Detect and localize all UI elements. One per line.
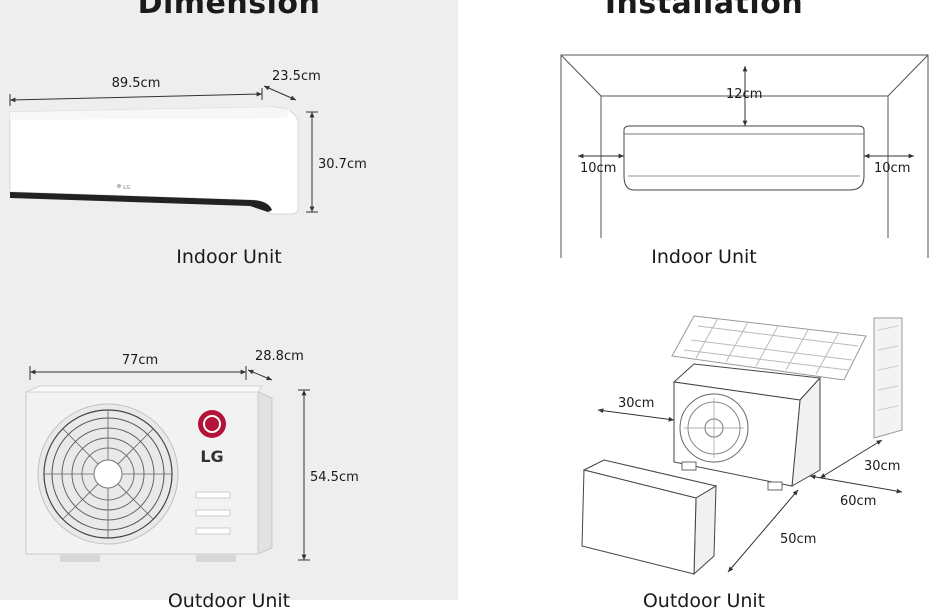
outdoor-side-clearance-label: 60cm [840, 494, 876, 509]
outdoor-depth-label: 28.8cm [255, 349, 304, 364]
indoor-unit-drawing: LG [9, 106, 299, 215]
installation-indoor-unit [623, 125, 865, 191]
installation-diagram: 12cm 10cm 10cm [560, 54, 929, 576]
outdoor-front-clearance-label: 50cm [780, 532, 816, 547]
installation-roof [671, 315, 867, 381]
clearance-left-label: 10cm [580, 161, 616, 176]
lg-logo-icon [198, 410, 226, 438]
indoor-depth-label: 23.5cm [272, 69, 321, 84]
installation-panel: Installation 12cm 10cm 10cm [458, 0, 950, 612]
svg-text:LG: LG [123, 185, 130, 191]
outdoor-brand: LG [200, 447, 223, 466]
installation-wall [873, 317, 903, 439]
clearance-top-label: 12cm [726, 87, 762, 102]
outdoor-side-clearance-line [809, 474, 903, 494]
outdoor-height-label: 54.5cm [310, 470, 359, 485]
outdoor-left-clearance-label: 30cm [618, 396, 654, 411]
outdoor-caption-left: Outdoor Unit [167, 590, 291, 612]
outdoor-back-clearance-line [819, 439, 883, 479]
dimension-diagram: LG LG [9, 69, 367, 562]
installation-title: Installation [604, 0, 804, 21]
dimension-panel: Dimension LG [0, 0, 458, 612]
outdoor-unit-drawing: LG [25, 385, 273, 562]
indoor-caption-left: Indoor Unit [176, 246, 282, 268]
installation-outdoor-unit [672, 363, 822, 491]
outdoor-caption-right: Outdoor Unit [642, 590, 766, 612]
indoor-height-label: 30.7cm [318, 157, 367, 172]
outdoor-left-clearance-line [597, 408, 675, 422]
indoor-depth-line [263, 85, 297, 101]
installation-front-obstacle [581, 459, 718, 576]
clearance-right-label: 10cm [874, 161, 910, 176]
indoor-width-label: 89.5cm [112, 76, 161, 91]
outdoor-width-label: 77cm [122, 353, 158, 368]
dimension-title: Dimension [137, 0, 321, 21]
indoor-caption-right: Indoor Unit [651, 246, 757, 268]
indoor-width-line [9, 91, 263, 103]
outdoor-back-clearance-label: 30cm [864, 459, 900, 474]
outdoor-front-clearance-line [727, 489, 799, 573]
outdoor-depth-line [247, 369, 273, 381]
